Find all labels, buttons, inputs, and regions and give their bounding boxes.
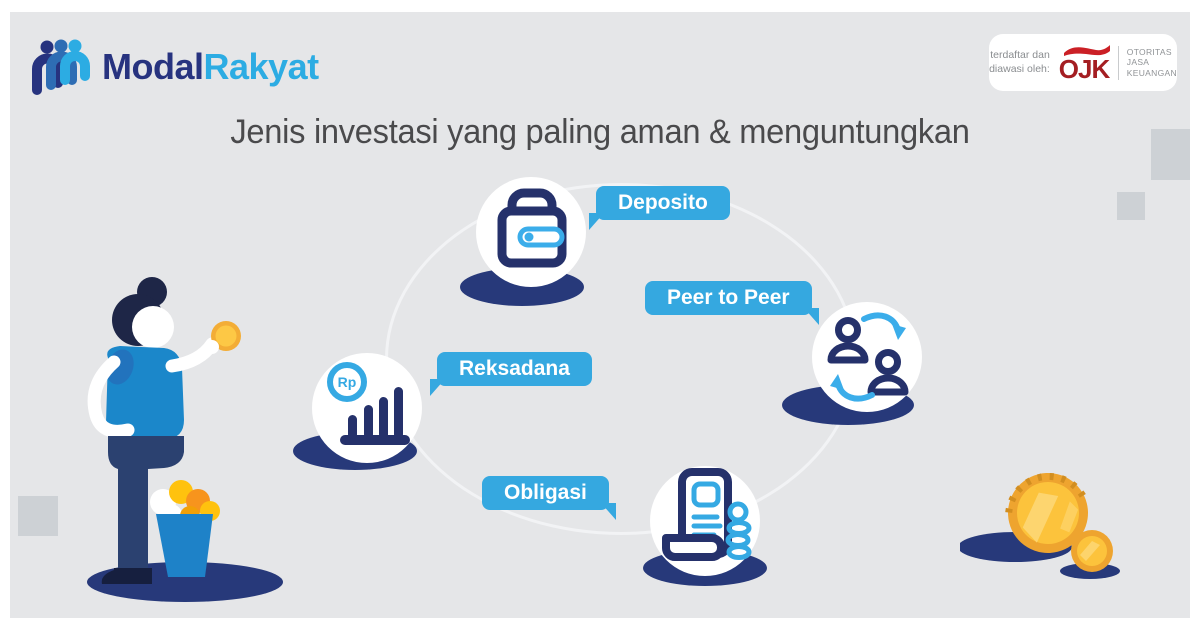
node-obligasi [650, 466, 760, 576]
decor-square [18, 496, 58, 536]
people-logo-icon [32, 39, 90, 95]
brand-name-secondary: Rakyat [203, 46, 320, 87]
wallet-icon [497, 188, 567, 268]
bubble-tail [589, 213, 604, 230]
ojk-caption: terdaftar dan diawasi oleh: [989, 48, 1050, 75]
label-peer-to-peer: Peer to Peer [645, 281, 819, 325]
gold-coins-illustration [960, 472, 1120, 579]
bar-chart-icon: Rp [327, 362, 410, 445]
label-reksadana: Reksadana [430, 352, 592, 396]
page-title: Jenis investasi yang paling aman & mengu… [230, 113, 970, 151]
big-coin [1005, 472, 1088, 553]
ojk-badge: terdaftar dan diawasi oleh: OJK OTORITAS… [989, 34, 1177, 91]
person [87, 277, 241, 584]
bubble-tail [600, 503, 616, 520]
label-obligasi: Obligasi [482, 476, 616, 520]
decor-square [1151, 129, 1190, 180]
bucket-coins [150, 480, 220, 526]
node-peer-to-peer [812, 302, 922, 412]
ojk-org-name: OTORITAS JASA KEUANGAN [1126, 47, 1177, 78]
person-with-coin-illustration [87, 277, 283, 602]
bond-document-icon [662, 468, 752, 561]
node-deposito [476, 177, 586, 287]
small-coin [1071, 530, 1113, 572]
bubble-tail [430, 379, 445, 396]
label-deposito: Deposito [589, 186, 730, 230]
svg-text:OJK: OJK [1059, 54, 1110, 84]
brand-logo: ModalRakyat [30, 38, 319, 96]
bubble-tail [803, 308, 819, 325]
people-exchange-icon [827, 312, 909, 402]
ojk-logo-icon: OJK [1059, 44, 1110, 84]
brand-name-primary: Modal [102, 46, 204, 87]
bucket [156, 514, 213, 577]
divider [1117, 45, 1119, 80]
node-reksadana: Rp [312, 353, 422, 463]
decor-square [1117, 192, 1145, 220]
currency-badge: Rp [338, 374, 357, 390]
brand-name: ModalRakyat [102, 46, 319, 88]
